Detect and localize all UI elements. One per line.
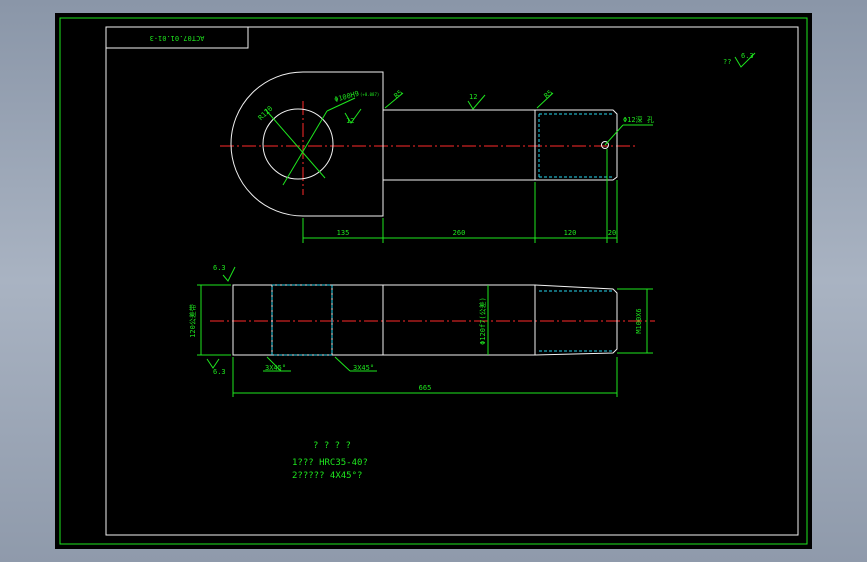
cad-drawing: ACT07.01.01-3 ?? 6.3 R120 Φ100H9 (+0.087…: [59, 17, 808, 545]
surface-mark-text: ??: [723, 58, 731, 66]
dim-135: 135: [337, 229, 350, 237]
threaded-end: [535, 109, 618, 181]
thread-hidden-lines: [538, 113, 612, 178]
front-hole-hidden: [271, 284, 333, 356]
chamfer-right-label: R5: [543, 89, 555, 101]
hole-dim-leader-ext: [326, 97, 356, 112]
hole-label-suffix: (+0.087): [360, 92, 379, 97]
bore-circle: [262, 108, 334, 180]
chamfer-front-left-leader: [266, 356, 282, 372]
top-view-outline: [230, 71, 536, 217]
front-left-dim: [197, 284, 231, 356]
roughness-front-lower-symbol: [206, 358, 220, 369]
notes-line-1: 1??? HRC35-40?: [292, 458, 368, 468]
notes-heading: ? ? ? ?: [313, 441, 351, 451]
overall-dim: [232, 357, 618, 397]
front-view-outline: [232, 284, 618, 356]
roughness-front-symbol: [222, 266, 236, 282]
dim-120: 120: [564, 229, 577, 237]
title-block: [105, 26, 249, 49]
title-block-code: ACT07.01.01-3: [150, 34, 205, 42]
top-view-dimensions: [302, 149, 618, 243]
surface-mark-value: 6.3: [741, 52, 754, 60]
roughness-mid: [467, 94, 486, 110]
inner-border: [105, 26, 799, 536]
hole-dim-leader: [282, 110, 328, 186]
overall-length-label: 665: [419, 384, 432, 392]
roughness-front-lower: 6.3: [213, 368, 226, 376]
chamfer-right-leader: [536, 92, 554, 109]
front-left-dia-label: 120公差带: [188, 304, 197, 338]
surface-mid-label: 12: [469, 93, 477, 101]
chamfer-front-right-leader: [334, 356, 351, 372]
drawing-canvas: ACT07.01.01-3 ?? 6.3 R120 Φ100H9 (+0.087…: [55, 13, 812, 549]
chamfer-front-left-label: 3X45°: [265, 364, 286, 372]
tap-leader: [604, 124, 624, 146]
hole-finish-label: 12: [346, 117, 354, 125]
thread-label: M100X6: [635, 308, 643, 333]
roughness-hole: [344, 108, 362, 124]
outer-border: [59, 17, 808, 545]
chamfer-left-label: R5: [393, 89, 405, 101]
radius-label: R120: [257, 104, 275, 122]
roughness-symbol-top-right: [734, 52, 756, 68]
thread-dim: [617, 288, 653, 354]
mid-dia-label: Φ120f7(公差): [478, 297, 487, 345]
chamfer-left-leader: [384, 92, 404, 109]
tap-hole: [601, 141, 609, 149]
front-thread-hidden: [539, 290, 612, 352]
chamfer-front-right-label: 3X45°: [353, 364, 374, 372]
tap-label: Φ12深 孔: [623, 115, 654, 124]
dim-260: 260: [453, 229, 466, 237]
roughness-front-left: 6.3: [213, 264, 226, 272]
notes-line-2: 2????? 4X45°?: [292, 471, 362, 481]
dim-20: 20: [608, 229, 616, 237]
radius-leader: [264, 108, 326, 179]
